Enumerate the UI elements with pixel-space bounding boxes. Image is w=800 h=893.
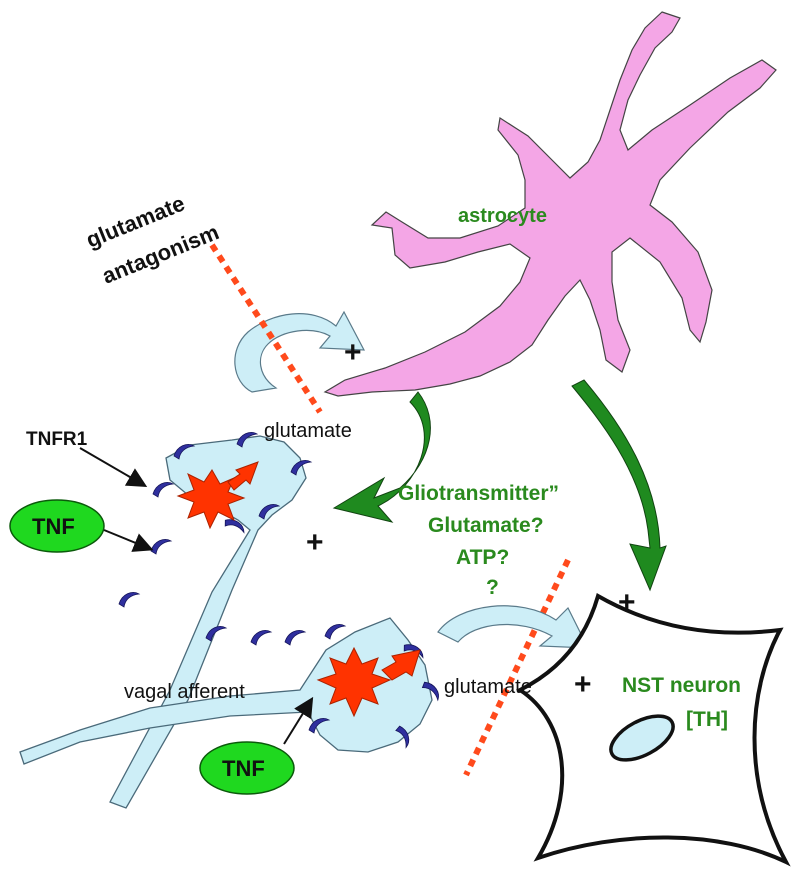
gliotransmitter-arrow-left: [332, 391, 431, 523]
th-label: [TH]: [686, 708, 728, 731]
lower-afferent-terminal: [19, 617, 433, 765]
plus-sign-neuron-top: +: [618, 586, 636, 619]
receptor: [421, 681, 439, 702]
nst-neuron-label: NST neuron: [622, 674, 741, 697]
tnf-top-label: TNF: [32, 514, 75, 539]
receptor: [118, 592, 141, 608]
receptor: [324, 624, 347, 640]
receptor: [308, 718, 331, 734]
release-arrow-bottom: [437, 605, 589, 649]
receptor: [403, 644, 424, 659]
signal-arrow-bottom: [381, 649, 421, 681]
antagonism-dash-bottom: [463, 558, 571, 777]
vagal-afferent-label: vagal afferent: [124, 681, 245, 703]
astrocyte-cell: [323, 11, 777, 397]
receptor: [236, 432, 259, 448]
receptor: [152, 482, 175, 498]
tnf-signal-star-top: [176, 469, 246, 530]
glutamate-question-label: Glutamate?: [428, 514, 544, 537]
tnfr1-label: TNFR1: [26, 429, 88, 450]
tnf-bottom-pointer-arrow: [283, 696, 314, 745]
receptor: [250, 630, 273, 646]
receptor: [150, 539, 173, 555]
atp-question-label: ATP?: [456, 546, 509, 569]
gliotransmitter-arrow-right: [571, 379, 667, 592]
receptor: [284, 630, 307, 646]
plus-sign-terminal: +: [306, 526, 324, 559]
gliotransmitter-label: Gliotransmitter”: [398, 482, 559, 505]
receptor: [258, 504, 281, 520]
receptor: [173, 444, 196, 460]
tnfr1-pointer-arrow: [79, 447, 148, 488]
tnf-bottom-label: TNF: [222, 756, 265, 781]
receptor: [290, 460, 313, 476]
tnf-top-pointer-arrow: [103, 529, 154, 552]
astrocyte-label: astrocyte: [458, 205, 547, 227]
tnf-signal-star-bottom: [316, 646, 392, 718]
glutamate-bottom-label: glutamate: [444, 676, 532, 698]
release-arrow-top: [234, 310, 366, 393]
receptor: [395, 725, 410, 749]
signal-arrow-top: [227, 461, 259, 491]
glutamate-top-label: glutamate: [264, 420, 352, 442]
tnf-oval-bottom: [199, 741, 295, 795]
unknown-question-label: ?: [486, 576, 499, 599]
tnfr1-receptors: [118, 432, 439, 749]
plus-sign-astrocyte: +: [344, 336, 362, 369]
tnf-oval-top: [9, 499, 105, 553]
receptor: [205, 626, 228, 642]
nst-neuron-nucleus: [609, 714, 675, 762]
plus-sign-neuron-left: +: [574, 668, 592, 701]
